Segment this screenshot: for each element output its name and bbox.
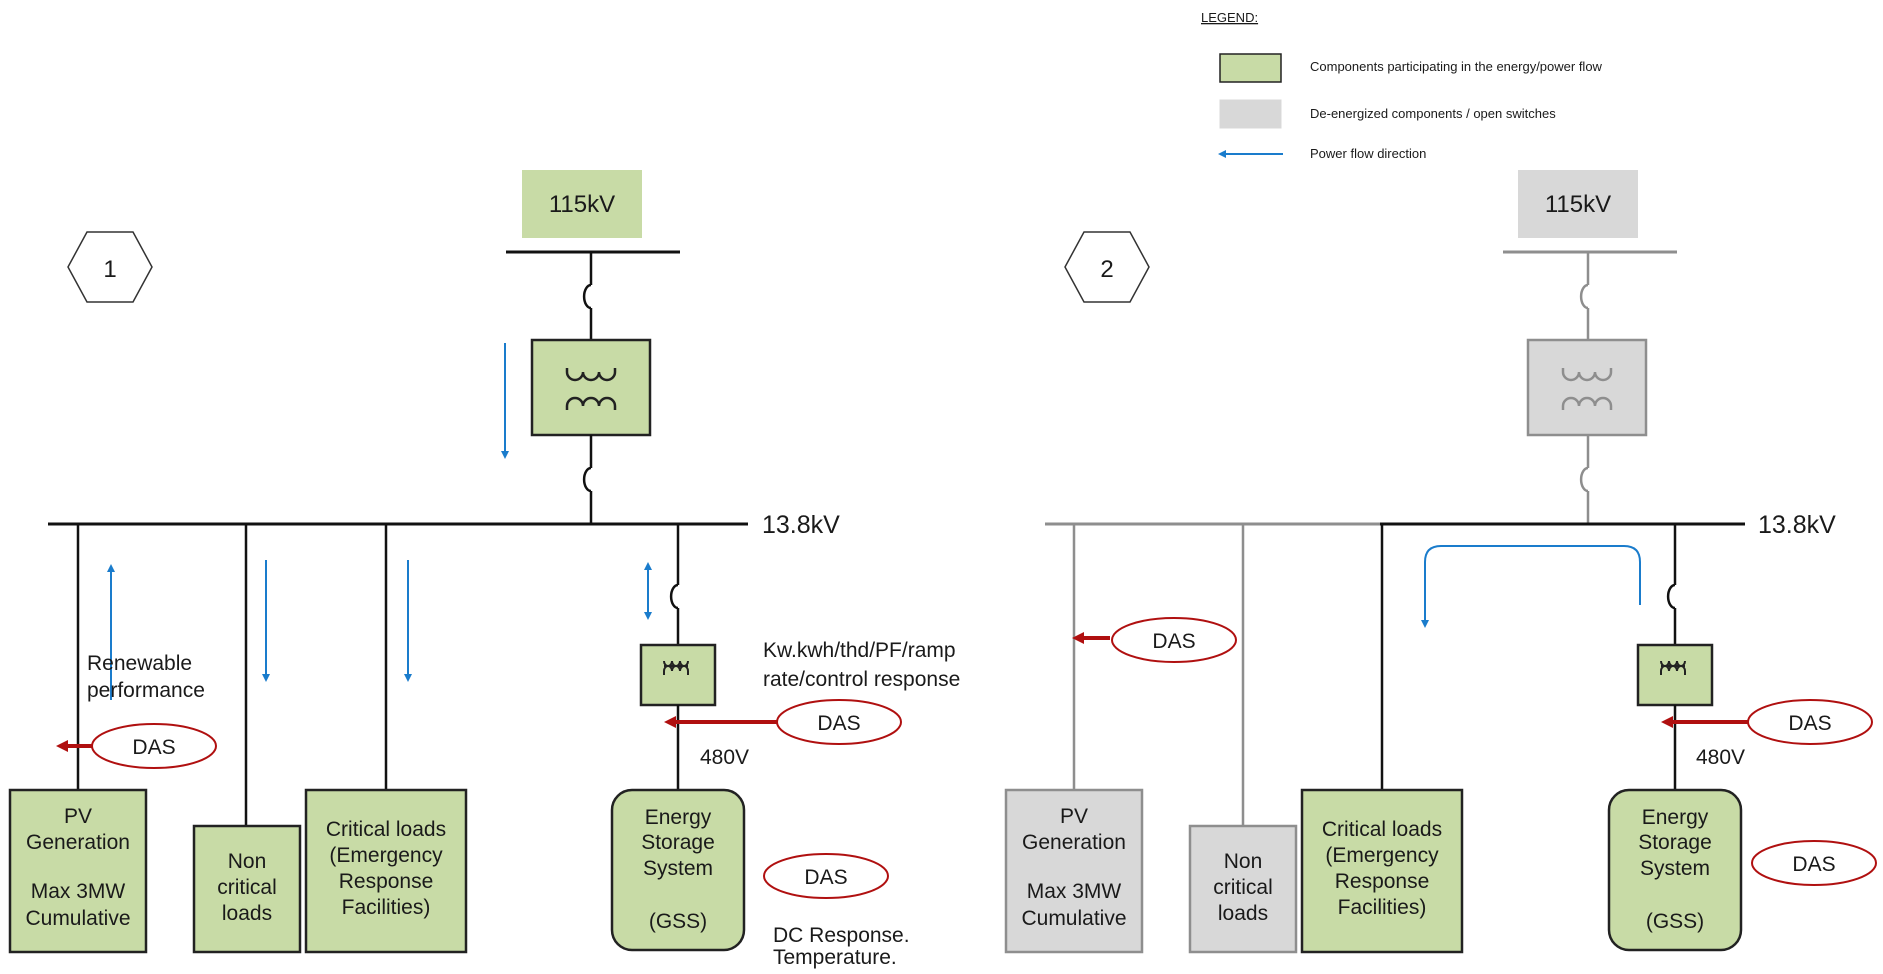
transformer-winding-icon xyxy=(663,660,689,675)
scenario-2-pv-line: Cumulative xyxy=(1021,907,1126,930)
scenario-1-das-pv xyxy=(91,723,217,769)
scenario-2-ess-transformer xyxy=(1636,643,1714,707)
scenario-1-480v-label: 480V xyxy=(700,746,749,769)
scenario-1-dc-note-line1: DC Response. xyxy=(773,924,910,947)
transformer-winding-icon xyxy=(1660,660,1686,675)
scenario-1-critical-line: Critical loads xyxy=(326,818,446,841)
scenario-2-ess-line: Storage xyxy=(1638,831,1712,854)
scenario-1-das-ess xyxy=(776,699,902,745)
scenario-2-hexagon-icon xyxy=(1064,231,1150,303)
scenario-2-critical-line: Response xyxy=(1335,870,1430,893)
scenario-2-das-ess xyxy=(1747,699,1873,745)
scenario-1-hexagon-icon xyxy=(67,231,153,303)
scenario-1-dc-note-line2: Temperature. xyxy=(773,946,897,969)
transformer-winding-icon xyxy=(1561,368,1613,382)
scenario-2-noncritical-loads xyxy=(1188,824,1298,954)
scenario-2-ess-line: Energy xyxy=(1642,806,1709,829)
curved-flow-arrow-icon xyxy=(1421,545,1641,628)
scenario-1-pv-line: Generation xyxy=(26,831,130,854)
scenario-2-breaker-ess-icon xyxy=(1666,583,1676,610)
scenario-2-ess-line: System xyxy=(1640,857,1710,880)
scenario-1-pv-line: Cumulative xyxy=(25,907,130,930)
scenario-1-critical-loads xyxy=(304,788,468,954)
scenario-1-ess-line: System xyxy=(643,857,713,880)
scenario-2-critical-line: Facilities) xyxy=(1338,896,1427,919)
scenario-1: 1 115kV 13.8kV Renewable performance xyxy=(8,170,960,969)
legend-label-deenergized: De-energized components / open switches xyxy=(1310,106,1556,121)
scenario-1-bus-label: 13.8kV xyxy=(762,511,840,539)
scenario-1-breaker-upper-icon xyxy=(582,283,592,310)
scenario-2-pv-generation xyxy=(1004,788,1144,954)
scenario-2-pv-line: Max 3MW xyxy=(1027,880,1122,903)
scenario-1-noncritical-loads xyxy=(192,824,302,954)
scenario-1-breaker-lower-icon xyxy=(582,466,592,493)
scenario-1-das-dc-label: DAS xyxy=(804,866,847,889)
legend-title: LEGEND: xyxy=(1201,10,1258,25)
scenario-2-main-transformer xyxy=(1526,338,1648,437)
scenario-2-number: 2 xyxy=(1100,256,1113,283)
scenario-1-noncritical-line: Non xyxy=(228,850,267,873)
scenario-1-das-ess-label: DAS xyxy=(817,712,860,735)
scenario-1-ess-line: Energy xyxy=(645,806,712,829)
scenario-2-critical-line: Critical loads xyxy=(1322,818,1442,841)
scenario-2-pv-line: PV xyxy=(1060,805,1088,828)
scenario-1-pv-line: PV xyxy=(64,805,92,828)
scenario-2-source-115kv xyxy=(1518,170,1638,238)
scenario-2-480v-label: 480V xyxy=(1696,746,1745,769)
scenario-1-breaker-ess-icon xyxy=(669,583,679,610)
scenario-1-noncritical-line: critical xyxy=(217,876,277,899)
scenario-2-das-ess-label: DAS xyxy=(1788,712,1831,735)
scenario-2-critical-line: (Emergency xyxy=(1325,844,1439,867)
scenario-2-noncritical-line: loads xyxy=(1218,902,1268,925)
scenario-2-das-dc-label: DAS xyxy=(1792,853,1835,876)
scenario-1-das-dc xyxy=(763,853,889,899)
scenario-2-bus-label: 13.8kV xyxy=(1758,511,1836,539)
scenario-1-main-transformer xyxy=(530,338,652,437)
scenario-2-critical-loads xyxy=(1300,788,1464,954)
scenario-1-energy-storage-system xyxy=(610,788,746,952)
scenario-2-breaker-upper-icon xyxy=(1579,283,1589,310)
legend-swatch-deenergized xyxy=(1219,99,1282,129)
scenario-1-metrics-note-line2: rate/control response xyxy=(763,668,960,691)
transformer-winding-icon xyxy=(1561,396,1613,410)
scenario-1-ess-transformer xyxy=(639,643,717,707)
scenario-1-critical-line: (Emergency xyxy=(329,844,443,867)
scenario-1-ess-line: Storage xyxy=(641,831,715,854)
scenario-2-noncritical-line: critical xyxy=(1213,876,1273,899)
scenario-1-source-label: 115kV xyxy=(549,191,615,218)
scenario-1-pv-generation xyxy=(8,788,148,954)
scenario-1-das-pv-label: DAS xyxy=(132,736,175,759)
legend: LEGEND: Components participating in the … xyxy=(1201,10,1603,161)
scenario-2-breaker-lower-icon xyxy=(1579,466,1589,493)
scenario-1-source-115kv xyxy=(522,170,642,238)
scenario-2-das-dc xyxy=(1751,840,1877,886)
scenario-1-critical-line: Response xyxy=(339,870,434,893)
legend-swatch-energized xyxy=(1219,53,1282,83)
scenario-2-source-label: 115kV xyxy=(1545,191,1611,218)
legend-label-energized: Components participating in the energy/p… xyxy=(1310,59,1603,74)
scenario-1-renewable-note-line1: Renewable xyxy=(87,652,192,675)
scenario-1-metrics-note-line1: Kw.kwh/thd/PF/ramp xyxy=(763,639,956,662)
scenario-1-pv-line: Max 3MW xyxy=(31,880,126,903)
scenario-2-energy-storage-system xyxy=(1607,788,1743,952)
scenario-2: 2 115kV 13.8kV DAS PV Generation Max xyxy=(1004,170,1877,954)
scenario-2-das-pv xyxy=(1111,617,1237,663)
scenario-1-renewable-note-line2: performance xyxy=(87,679,205,702)
scenario-2-ess-line: (GSS) xyxy=(1646,910,1704,933)
scenario-1-critical-line: Facilities) xyxy=(342,896,431,919)
scenario-2-noncritical-line: Non xyxy=(1224,850,1263,873)
scenario-1-ess-line: (GSS) xyxy=(649,910,707,933)
scenario-1-number: 1 xyxy=(103,256,116,283)
scenario-2-das-pv-label: DAS xyxy=(1152,630,1195,653)
scenario-2-pv-line: Generation xyxy=(1022,831,1126,854)
scenario-1-noncritical-line: loads xyxy=(222,902,272,925)
transformer-winding-icon xyxy=(565,368,617,382)
legend-label-flow: Power flow direction xyxy=(1310,146,1426,161)
transformer-winding-icon xyxy=(565,396,617,410)
